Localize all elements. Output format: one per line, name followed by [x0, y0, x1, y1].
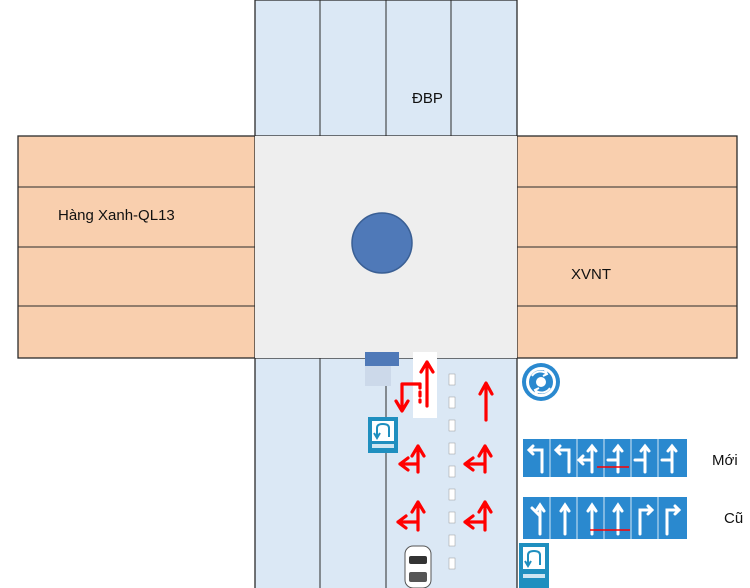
car-icon — [404, 545, 432, 588]
north-road-label: ĐBP — [412, 90, 443, 107]
new-lane-signs — [523, 439, 687, 477]
east-road-label: XVNT — [571, 266, 612, 283]
arrow-straight-left-3 — [396, 500, 426, 532]
lane-divider-dashed — [448, 373, 456, 570]
arrow-straight-top — [419, 360, 435, 408]
arrow-left-turn-top — [394, 382, 422, 413]
old-row-label: Cũ — [724, 510, 744, 527]
uturn-sign-bottom-icon — [519, 543, 549, 588]
arrow-straight-left-1 — [398, 444, 426, 474]
roundabout-icon — [522, 363, 560, 401]
uturn-sign-icon — [368, 417, 398, 453]
arrow-straight-left-2 — [463, 444, 493, 474]
old-lane-signs — [523, 497, 687, 539]
arrow-straight-left-4 — [463, 500, 493, 532]
lane-arrows — [394, 360, 494, 532]
roundabout-island — [351, 212, 413, 274]
arrow-straight-dashed — [478, 381, 494, 422]
west-road-label: Hàng Xanh-QL13 — [58, 207, 175, 224]
new-row-label: Mới — [712, 452, 738, 469]
stop-line-shadow — [365, 366, 391, 386]
stop-line-block — [365, 352, 399, 366]
